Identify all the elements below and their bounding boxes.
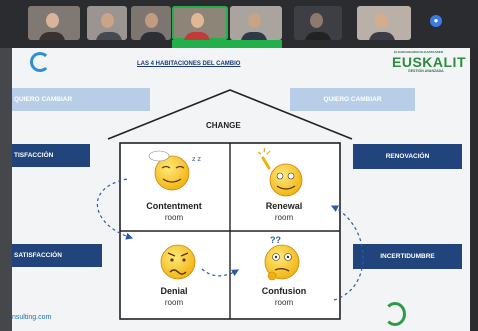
participant-video[interactable] xyxy=(28,6,80,40)
participant-video[interactable] xyxy=(87,6,127,40)
svg-text:z z: z z xyxy=(192,156,201,163)
euskalit-logo: EUSKALIT xyxy=(392,54,466,70)
room-denial-sub: room xyxy=(164,298,184,307)
quiero-cambiar-right-label: QUIERO CAMBIAR xyxy=(290,88,415,111)
house-change-label: CHANGE xyxy=(206,121,241,130)
room-confusion-sub: room xyxy=(274,298,294,307)
footer-logo-icon xyxy=(384,302,406,326)
participant-video-active[interactable] xyxy=(172,6,228,40)
participant-video[interactable] xyxy=(357,6,411,40)
room-confusion-name: Confusion xyxy=(261,286,307,296)
room-renewal-name: Renewal xyxy=(265,201,303,211)
renewal-emoji-icon xyxy=(257,147,303,197)
footer-website: nsulting.com xyxy=(12,314,52,321)
house-roof xyxy=(107,89,353,140)
logo-caption-top: ELKARGOEAREN ELKARTEAREN xyxy=(394,50,444,54)
room-renewal-sub: room xyxy=(274,213,294,222)
contentment-emoji-icon: z z xyxy=(148,150,201,191)
change-house-diagram: z z ?? xyxy=(96,89,364,320)
participant-video[interactable] xyxy=(294,6,342,40)
right-rail xyxy=(470,48,478,331)
left-rail xyxy=(0,48,12,331)
confusion-emoji-icon: ?? xyxy=(264,235,300,281)
brand-logo-icon xyxy=(30,52,50,72)
satisfaccion-lower-label: SATISFACCIÓN xyxy=(12,244,102,267)
slide-title: LAS 4 HABITACIONES DEL CAMBIO xyxy=(137,61,241,67)
logo-caption-bottom: GESTIÓN AVANZADA xyxy=(408,69,444,73)
participant-video[interactable] xyxy=(131,6,171,40)
quiero-cambiar-left-label: QUIERO CAMBIAR xyxy=(12,88,150,111)
sharing-indicator xyxy=(172,40,282,48)
incertidumbre-label: INCERTIDUMBRE xyxy=(353,244,462,269)
denial-emoji-icon xyxy=(160,244,196,280)
participant-strip: ● xyxy=(0,0,478,48)
self-view-icon[interactable]: ● xyxy=(430,15,442,27)
cycle-arrow-left xyxy=(96,178,134,240)
room-contentment-sub: room xyxy=(164,213,184,222)
renovacion-label: RENOVACIÓN xyxy=(353,144,462,169)
room-denial-name: Denial xyxy=(160,286,188,296)
shared-slide: LAS 4 HABITACIONES DEL CAMBIO ELKARGOEAR… xyxy=(12,48,470,331)
cycle-arrow-bottom xyxy=(201,268,240,277)
cycle-arrow-right xyxy=(330,205,364,301)
participant-video[interactable] xyxy=(230,6,282,40)
svg-text:??: ?? xyxy=(270,235,281,245)
room-contentment-name: Contentment xyxy=(146,201,202,211)
satisfaccion-upper-label: TISFACCIÓN xyxy=(12,144,90,167)
